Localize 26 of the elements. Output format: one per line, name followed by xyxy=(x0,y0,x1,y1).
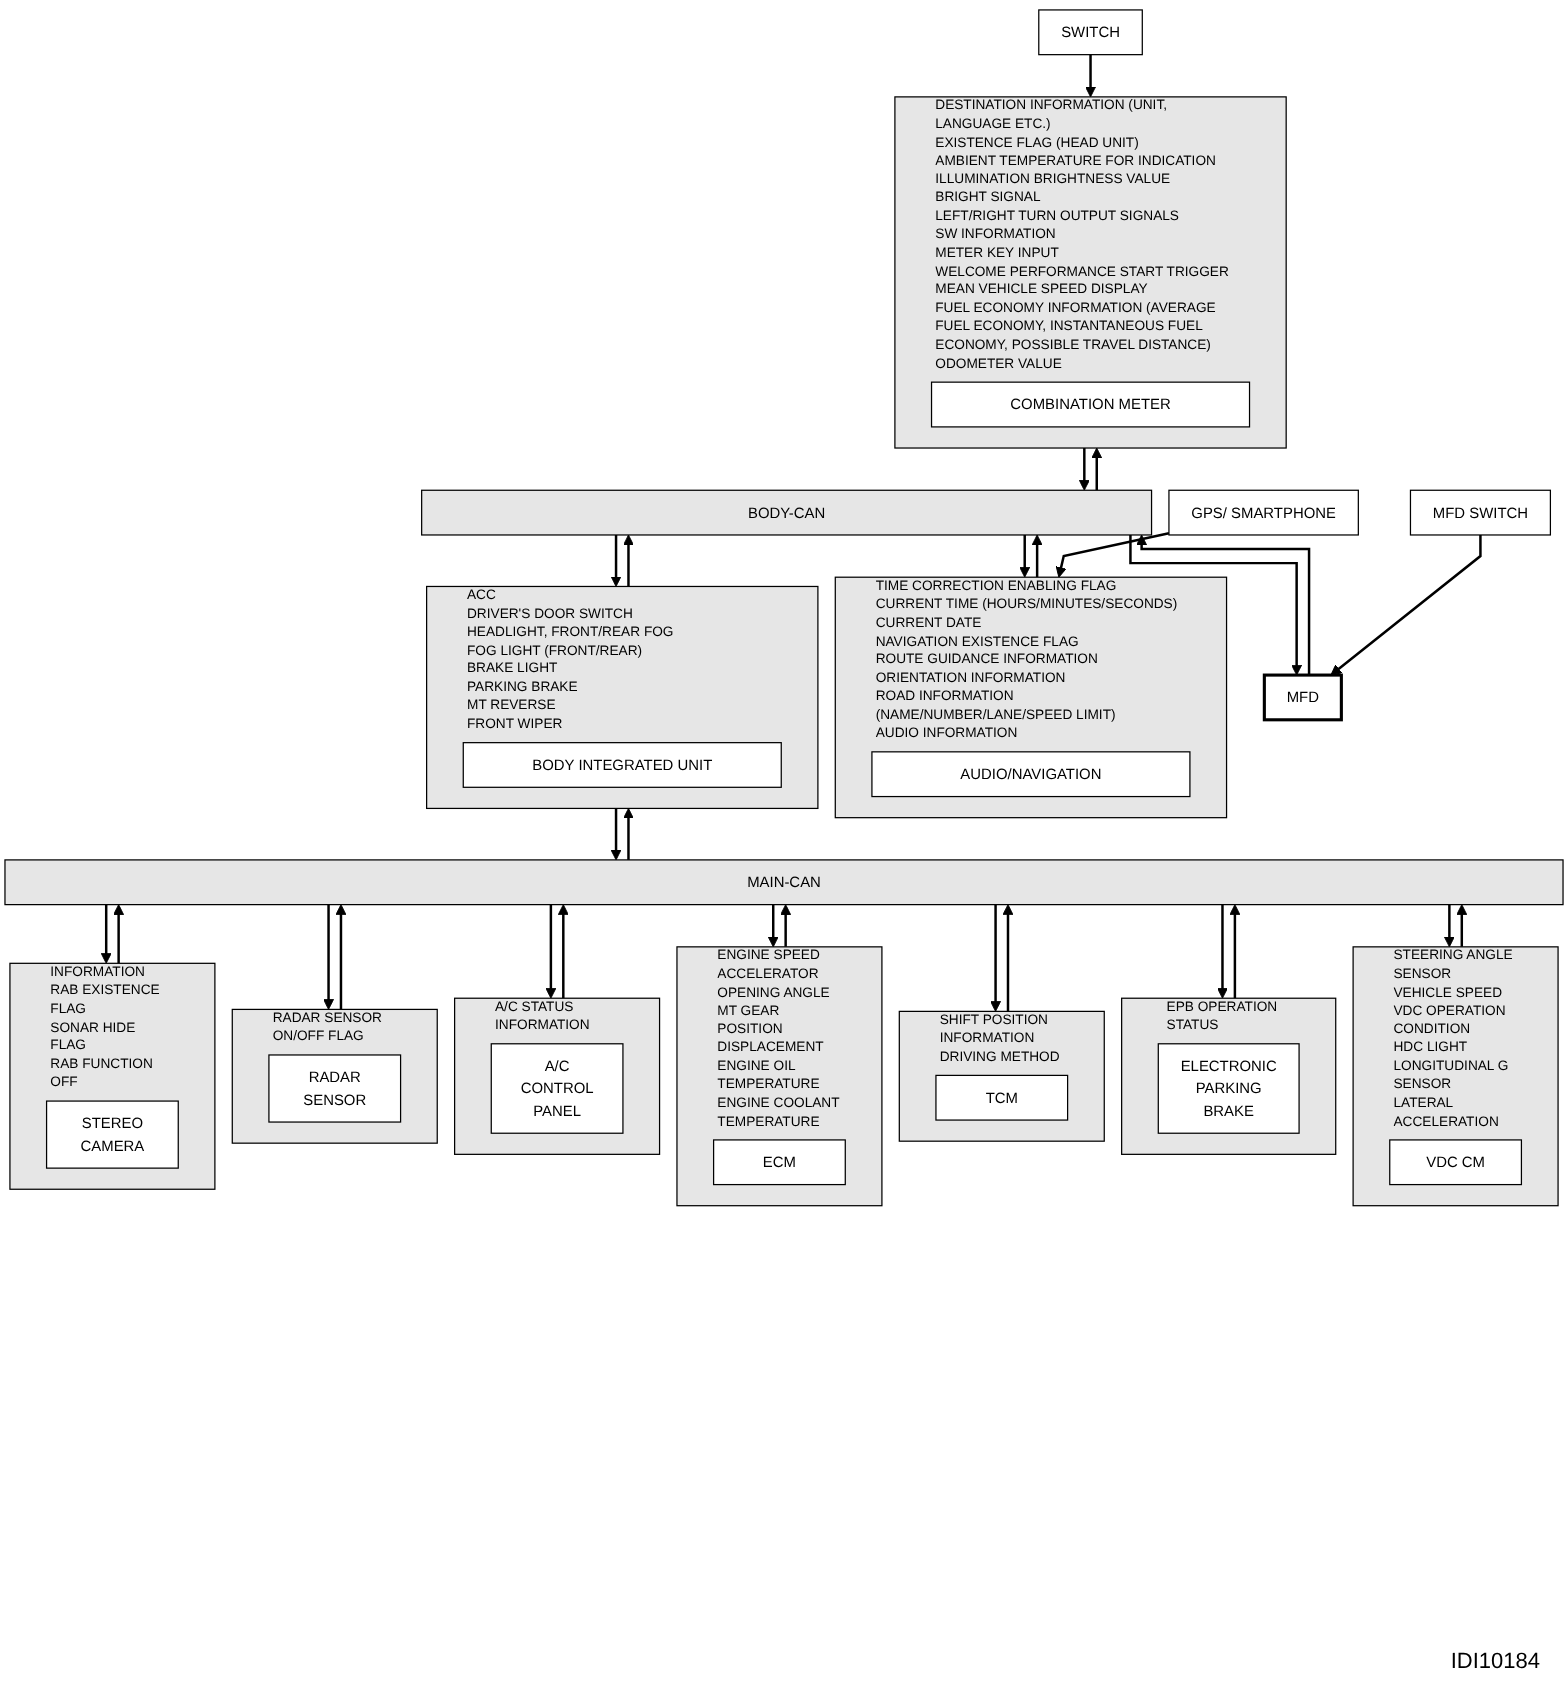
arrow xyxy=(100,904,112,964)
arrow xyxy=(545,904,557,999)
arrow xyxy=(767,904,779,948)
arrow xyxy=(1019,534,1031,578)
arrow xyxy=(1002,904,1014,1012)
arrow xyxy=(780,904,792,947)
figure-code: IDI10184 xyxy=(1450,1650,1540,1674)
arrow xyxy=(335,904,347,1010)
arrow xyxy=(1229,904,1241,999)
arrow xyxy=(623,534,634,587)
arrow xyxy=(1456,904,1468,947)
arrow xyxy=(1217,904,1228,999)
arrow xyxy=(1031,534,1043,578)
arrow xyxy=(1330,534,1482,676)
arrow xyxy=(610,534,622,587)
arrow xyxy=(1055,532,1170,578)
arrow xyxy=(1078,448,1090,491)
arrow xyxy=(1091,447,1103,491)
arrow xyxy=(323,904,334,1010)
arrow xyxy=(610,808,622,861)
arrow xyxy=(1085,54,1096,98)
arrow xyxy=(557,904,569,999)
arrow xyxy=(113,904,125,964)
arrow xyxy=(990,904,1002,1012)
arrow xyxy=(1443,904,1455,948)
arrow xyxy=(623,807,634,860)
